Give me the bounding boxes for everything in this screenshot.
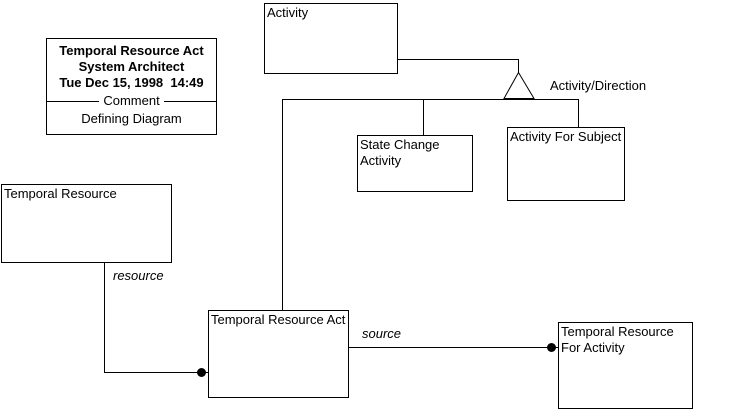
entity-label: Activity [267, 5, 309, 20]
connector-activity-to-triangle-horizontal[interactable] [398, 59, 518, 60]
entity-label: Temporal Resource For Activity [561, 324, 674, 355]
entity-label: Temporal Resource Act [211, 312, 346, 327]
connector-endpoint-dot [197, 368, 206, 377]
comment-subtitle: System Architect [78, 59, 185, 74]
separator-rule-right [163, 100, 217, 102]
connector-bus-to-activity-for-subject[interactable] [578, 100, 579, 127]
subtype-connector-label: Activity/Direction [550, 78, 647, 93]
diagram-comment-box[interactable]: Temporal Resource Act System Architect T… [46, 38, 217, 135]
connector-endpoint-dot [547, 343, 556, 352]
entity-box-activity-for-subject[interactable]: Activity For Subject [507, 127, 625, 201]
comment-separator: Comment [47, 93, 217, 109]
connector-subtype-bus-horizontal[interactable] [282, 99, 579, 100]
entity-box-temporal-resource[interactable]: Temporal Resource [1, 184, 172, 263]
connector-resource-vertical[interactable] [104, 263, 105, 373]
entity-box-temporal-resource-for-activity[interactable]: Temporal Resource For Activity [558, 322, 693, 409]
separator-rule-left [47, 100, 100, 102]
connector-activity-to-triangle-vertical[interactable] [518, 59, 519, 73]
comment-timestamp: Tue Dec 15, 1998 14:49 [59, 75, 204, 90]
entity-label: Temporal Resource [4, 186, 117, 201]
comment-caption: Defining Diagram [81, 111, 182, 126]
entity-box-activity[interactable]: Activity [264, 3, 398, 74]
entity-box-state-change-activity[interactable]: State Change Activity [357, 135, 473, 192]
entity-label: Activity For Subject [510, 129, 622, 144]
source-connector-label: source [362, 326, 402, 341]
subtype-triangle-icon[interactable] [502, 71, 536, 100]
comment-separator-label: Comment [103, 93, 160, 108]
connector-bus-to-state-change-activity[interactable] [423, 100, 424, 135]
entity-box-temporal-resource-act[interactable]: Temporal Resource Act [208, 310, 349, 398]
connector-resource-horizontal[interactable] [104, 372, 208, 373]
connector-bus-to-temporal-resource-act[interactable] [282, 100, 283, 310]
comment-title: Temporal Resource Act [59, 43, 204, 58]
entity-label: State Change Activity [360, 137, 440, 168]
connector-source-horizontal[interactable] [349, 347, 558, 348]
resource-connector-label: resource [113, 268, 164, 283]
